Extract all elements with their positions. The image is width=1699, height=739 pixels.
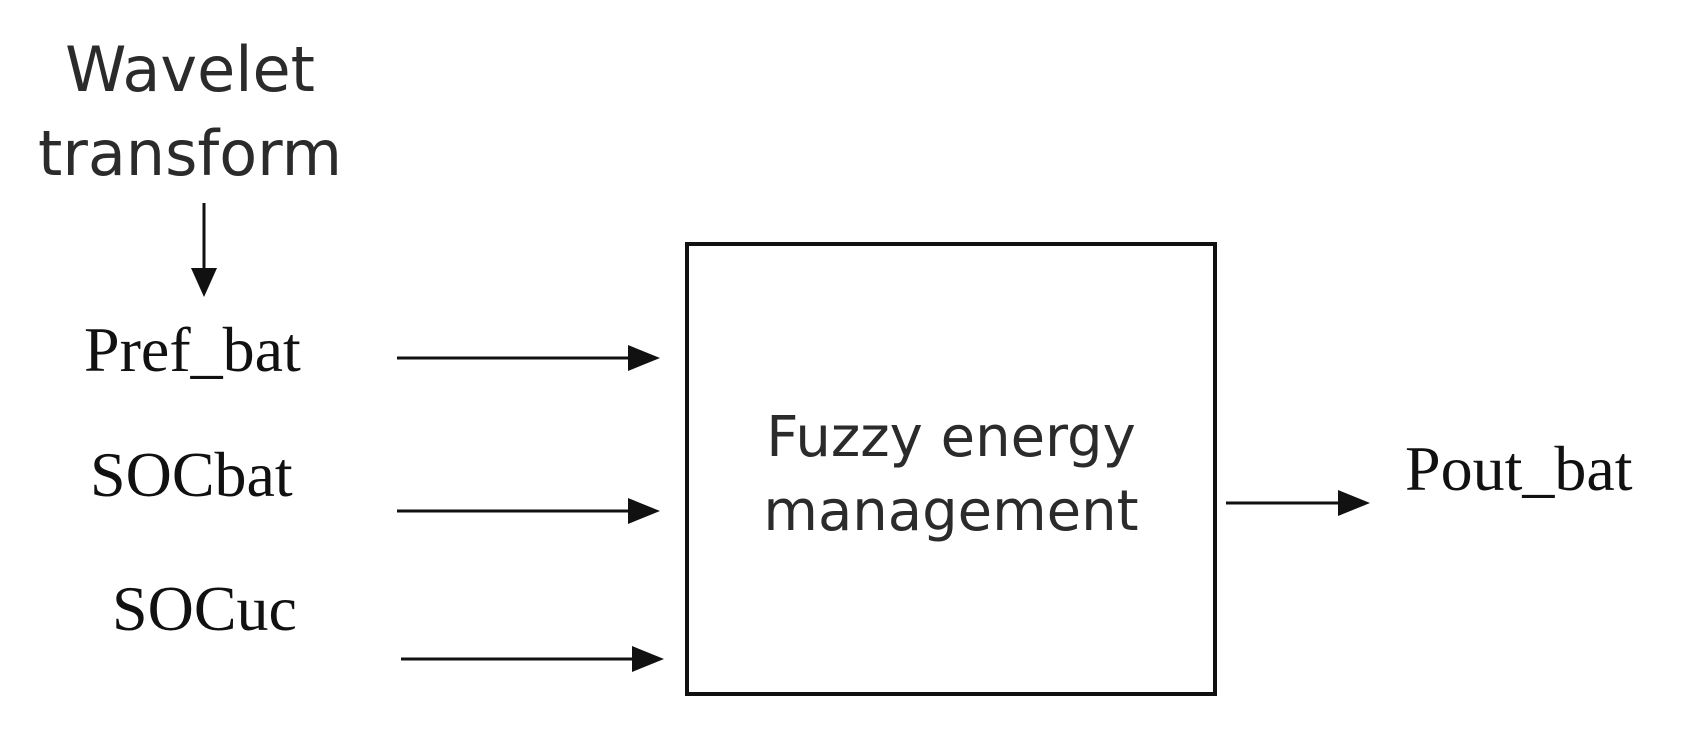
block-to-output-arrowhead bbox=[1338, 490, 1370, 516]
wavelet-transform-label: Wavelet transform bbox=[20, 28, 360, 196]
pref-to-block-arrowhead bbox=[628, 345, 660, 371]
output-pout-bat-label: Pout_bat bbox=[1405, 433, 1633, 504]
wavelet-to-pref-arrowhead bbox=[191, 268, 217, 297]
input-pref-bat-label: Pref_bat bbox=[84, 314, 301, 385]
wavelet-transform-line2: transform bbox=[38, 117, 342, 190]
input-soc-bat-label: SOCbat bbox=[90, 439, 293, 510]
fuzzy-block-line1: Fuzzy energy bbox=[766, 405, 1136, 470]
socuc-to-block-arrowhead bbox=[632, 646, 664, 672]
fuzzy-block-label: Fuzzy energy management bbox=[689, 401, 1213, 549]
socbat-to-block-arrowhead bbox=[628, 498, 660, 524]
wavelet-transform-line1: Wavelet bbox=[65, 33, 315, 106]
input-soc-uc-label: SOCuc bbox=[112, 573, 297, 644]
fuzzy-energy-management-block: Fuzzy energy management bbox=[685, 242, 1217, 696]
fuzzy-block-line2: management bbox=[763, 479, 1139, 544]
